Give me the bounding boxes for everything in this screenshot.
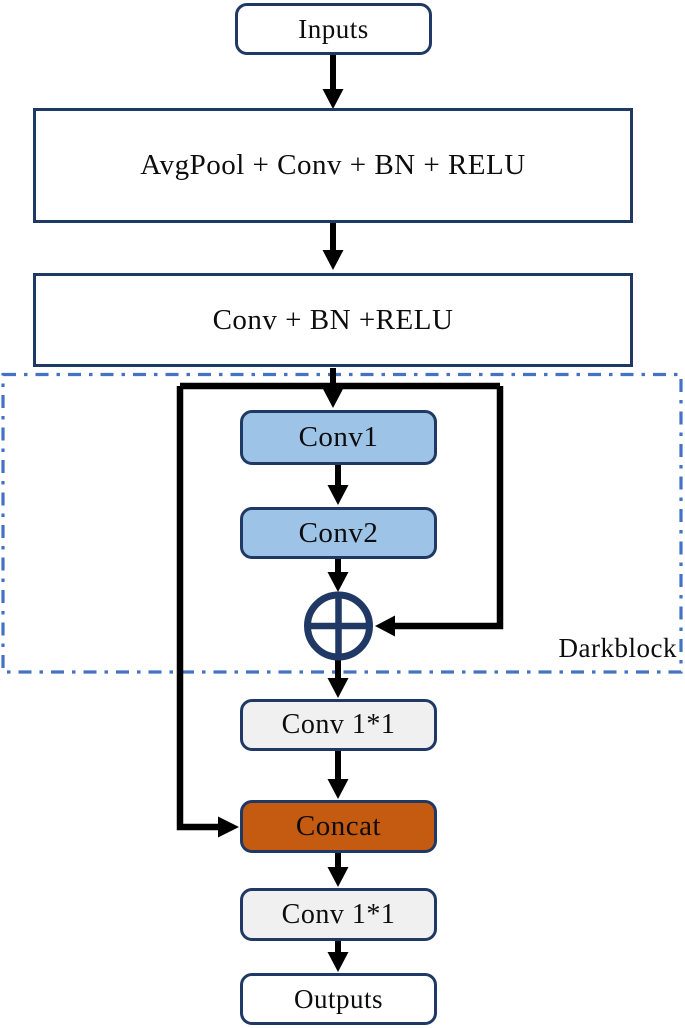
- arrow-group: [176, 55, 504, 972]
- darkblock-label: Darkblock: [558, 633, 677, 663]
- edge-skip-add: [394, 386, 504, 630]
- arrowhead: [322, 250, 344, 270]
- arrowhead: [327, 678, 349, 698]
- node-inputs: Inputs: [235, 3, 432, 55]
- circle-plus-icon: [304, 591, 373, 661]
- node-conv-bn-relu: Conv + BN +RELU: [33, 273, 633, 367]
- node-conv-1x1-second: Conv 1*1: [240, 888, 437, 941]
- arrowhead: [327, 485, 349, 505]
- arrowhead: [327, 952, 349, 972]
- node-avgpool-conv-bn-relu: AvgPool + Conv + BN + RELU: [33, 108, 633, 223]
- edge-skip-concat: [176, 386, 219, 831]
- arrowhead: [218, 816, 239, 838]
- node-conv1: Conv1: [240, 410, 437, 465]
- arrowhead: [327, 779, 349, 799]
- arrowhead: [322, 89, 344, 109]
- arrowhead: [322, 388, 344, 408]
- node-conv-1x1-first: Conv 1*1: [240, 699, 437, 751]
- node-outputs: Outputs: [240, 973, 437, 1025]
- arrowhead: [327, 572, 349, 592]
- node-concat: Concat: [240, 800, 437, 853]
- node-conv2: Conv2: [240, 507, 437, 559]
- arrowhead: [375, 615, 395, 637]
- arrowhead: [327, 867, 349, 887]
